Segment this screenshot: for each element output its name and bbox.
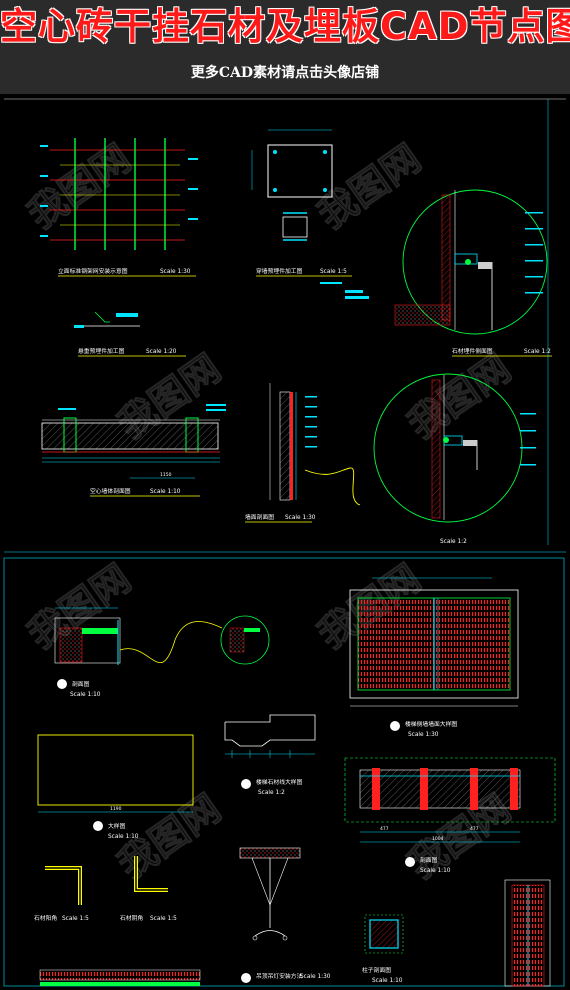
stair-side-wall-elevation: 楼梯侧墙墙面大样图 Scale 1:30 <box>349 577 519 738</box>
wall-elevation-section: 墙面剖面图 Scale 1:30 <box>245 383 361 523</box>
anchor-detail-circle: Scale 1:2 <box>373 373 536 545</box>
bottom-stone-strip <box>39 969 201 986</box>
dimension-text: 1190 <box>110 806 122 812</box>
dimension-text: 1004 <box>432 836 444 842</box>
detail-scale: Scale 1:2 <box>440 539 467 545</box>
detail-label: 石材阳角 <box>34 914 57 922</box>
detail-scale: Scale 1:10 <box>420 868 451 874</box>
detail-scale: Scale 1:10 <box>372 978 403 984</box>
detail-scale: Scale 1:20 <box>146 349 177 355</box>
stone-anchor-side-view: 石材埋件侧面图 Scale 1:2 <box>320 189 552 357</box>
stair-stone-line-profile: 楼梯石材线大样图 Scale 1:2 <box>224 714 316 796</box>
detail-label: 剖面图 <box>420 856 438 864</box>
detail-label: 穿墙预埋件加工图 <box>256 267 303 275</box>
detail-scale: Scale 1:10 <box>150 489 181 495</box>
detail-scale: Scale 1:2 <box>524 349 551 355</box>
dimension-text: 1150 <box>160 472 172 478</box>
ceiling-lamp-install: 吊顶吊灯安装方法 Scale 1:30 <box>239 847 331 983</box>
dimension-text: 477 <box>380 826 389 832</box>
frame-line <box>3 557 565 987</box>
shop-hint: 更多CAD素材请点击头像店铺 <box>190 65 380 81</box>
detail-label: 空心墙体剖面图 <box>90 487 131 495</box>
detail-label: 石材埋件侧面图 <box>452 347 493 355</box>
detail-label: 墙面剖面图 <box>245 513 274 521</box>
detail-label: 楼梯侧墙墙面大样图 <box>405 720 457 728</box>
detail-label: 立面标准钢架网安装示意图 <box>58 267 128 275</box>
detail-scale: Scale 1:5 <box>150 916 177 922</box>
detail-label: 石材阴角 <box>120 914 143 922</box>
embedded-plate-detail: 穿墙预埋件加工图 Scale 1:5 <box>251 129 352 277</box>
title-banner: 空心砖干挂石材及埋板CAD节点图 更多CAD素材请点击头像店铺 <box>0 0 570 94</box>
detail-label: 柱子剖面图 <box>362 966 391 974</box>
wall-section-plan: 477 477 1004 剖面图 Scale 1:10 <box>344 757 556 874</box>
page-title: 空心砖干挂石材及埋板CAD节点图 <box>0 5 570 48</box>
section-with-callout: 剖面图 Scale 1:10 <box>54 607 270 698</box>
detail-label: 大样图 <box>108 822 126 830</box>
detail-scale: Scale 1:30 <box>285 515 316 521</box>
watermark-text: 我图网 <box>310 136 429 237</box>
hollow-wall-section: 1150 空心墙体剖面图 Scale 1:10 <box>41 404 226 497</box>
cad-drawing-canvas: 我图网 我图网 我图网 我图网 我图网 我图网 我图网 我图网 <box>3 98 566 987</box>
detail-scale: Scale 1:2 <box>258 790 285 796</box>
detail-label: 楼梯石材线大样图 <box>256 778 303 786</box>
dimension-text: 477 <box>470 826 479 832</box>
column-elevation <box>504 879 551 987</box>
detail-scale: Scale 1:10 <box>108 834 139 840</box>
stone-corner-details: 石材阳角 Scale 1:5 石材阴角 Scale 1:5 <box>34 856 177 922</box>
detail-scale: Scale 1:5 <box>320 269 347 275</box>
detail-label: 剖面图 <box>72 680 90 688</box>
steel-frame-elevation: 立面标准钢架网安装示意图 Scale 1:30 <box>40 138 198 277</box>
panel-detail: 1190 大样图 Scale 1:10 <box>37 734 194 840</box>
detail-scale: Scale 1:30 <box>160 269 191 275</box>
detail-scale: Scale 1:30 <box>300 974 331 980</box>
detail-scale: Scale 1:5 <box>62 916 89 922</box>
detail-label: 吊顶吊灯安装方法 <box>256 972 303 980</box>
detail-scale: Scale 1:10 <box>70 692 101 698</box>
detail-scale: Scale 1:30 <box>408 732 439 738</box>
hanging-embed-detail: 悬重预埋件加工图 Scale 1:20 <box>74 311 186 357</box>
detail-label: 悬重预埋件加工图 <box>78 347 125 355</box>
column-section: 柱子剖面图 Scale 1:10 <box>362 914 404 984</box>
watermark-text: 我图网 <box>20 136 139 237</box>
